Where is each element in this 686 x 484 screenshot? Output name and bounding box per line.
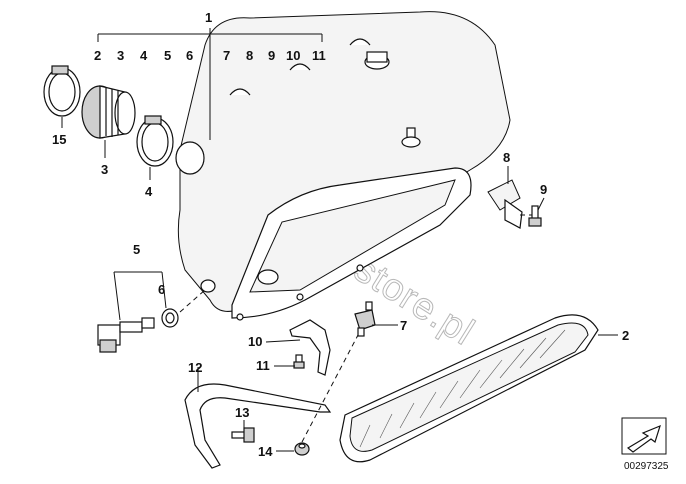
callout-7: 7: [400, 318, 407, 333]
callout-1: 1: [205, 10, 212, 25]
callout-10-top: 10: [286, 48, 300, 63]
callout-5: 5: [133, 242, 140, 257]
hose-clamp-4[interactable]: [136, 115, 174, 167]
callout-2-top: 2: [94, 48, 101, 63]
document-number: 00297325: [624, 461, 669, 472]
hose-clamp-15[interactable]: [43, 65, 81, 117]
callout-6-top: 6: [186, 48, 193, 63]
callout-9: 9: [540, 182, 547, 197]
clip-8[interactable]: [487, 179, 523, 229]
callout-7-top: 7: [223, 48, 230, 63]
callout-11-top: 11: [312, 48, 326, 63]
leader-lines: [61, 28, 618, 452]
o-ring-6[interactable]: [161, 308, 179, 328]
callout-10: 10: [248, 334, 262, 349]
callout-8: 8: [503, 150, 510, 165]
callout-3-top: 3: [117, 48, 124, 63]
callout-9-top: 9: [268, 48, 275, 63]
callout-3: 3: [101, 162, 108, 177]
callout-2: 2: [622, 328, 629, 343]
callout-4: 4: [145, 184, 153, 199]
screw-13[interactable]: [231, 427, 255, 443]
temperature-sensor-5[interactable]: [97, 317, 155, 353]
document-reference: 00297325: [621, 417, 669, 472]
screw-9[interactable]: [528, 205, 542, 227]
callout-13: 13: [235, 405, 249, 420]
callout-8-top: 8: [246, 48, 253, 63]
bolt-11[interactable]: [293, 354, 305, 369]
callout-11: 11: [256, 358, 270, 373]
air-filter-element[interactable]: [339, 314, 599, 463]
rubber-mount-7[interactable]: [354, 301, 376, 337]
callout-6: 6: [158, 282, 165, 297]
callout-4-top: 4: [140, 48, 148, 63]
callout-5-top: 5: [164, 48, 171, 63]
rubber-boot-3[interactable]: [81, 85, 136, 139]
intake-silencer-housing[interactable]: [175, 11, 511, 321]
callout-12: 12: [188, 360, 202, 375]
assembly-lines: [179, 214, 532, 443]
nut-14[interactable]: [294, 442, 310, 456]
support-strap-12[interactable]: [184, 383, 332, 469]
callout-numbers: 1 2 3 4 5 6 7 8 9 10 11 15 3 4 8 9 5 6 1…: [52, 10, 629, 459]
bracket-10[interactable]: [289, 319, 331, 376]
callout-14: 14: [258, 444, 273, 459]
arrow-icon: [626, 424, 661, 453]
callout-15: 15: [52, 132, 66, 147]
